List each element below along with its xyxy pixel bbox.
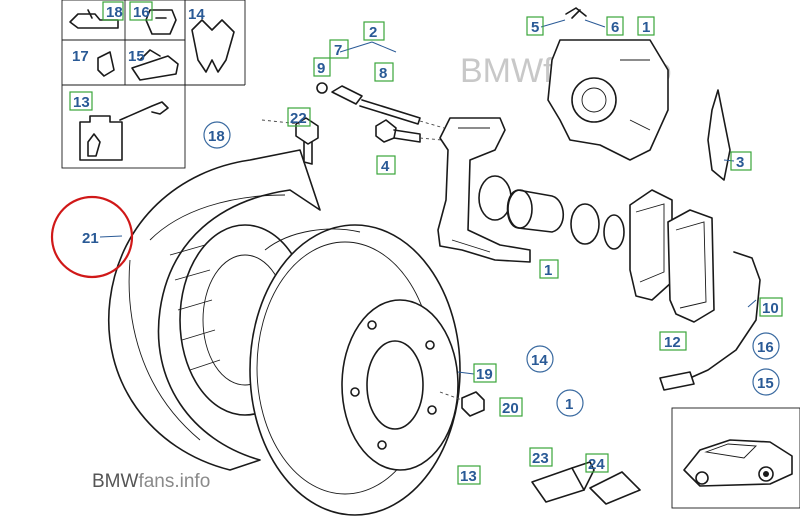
spring-clip <box>707 89 731 181</box>
brake-disc <box>249 224 461 516</box>
brand-light: fans.info <box>138 471 210 492</box>
label-18-top: 18 <box>106 4 123 21</box>
label-5: 5 <box>531 19 539 36</box>
guide-pins <box>316 82 445 143</box>
label-13-top: 13 <box>73 94 90 111</box>
caliper-housing <box>547 7 669 161</box>
leader-lines <box>99 19 757 375</box>
accessory-grid <box>61 0 246 169</box>
label-16-right: 16 <box>757 339 774 356</box>
label-19: 19 <box>476 366 493 383</box>
label-22: 22 <box>290 110 307 127</box>
brand-bold: BMW <box>92 471 139 492</box>
label-4: 4 <box>381 158 390 175</box>
label-20: 20 <box>502 400 519 417</box>
grub-screw-20 <box>439 391 485 417</box>
wear-sensor <box>659 251 761 391</box>
label-13-bottom: 13 <box>460 468 477 485</box>
brand-logo: BMWfans.info <box>92 471 210 492</box>
highlight-circle <box>50 195 134 279</box>
bolt-22 <box>261 117 319 165</box>
label-8: 8 <box>379 65 387 82</box>
label-frames <box>69 1 783 485</box>
label-7: 7 <box>334 42 342 59</box>
dust-shield <box>50 149 321 471</box>
label-16-top: 16 <box>133 4 150 21</box>
label-12: 12 <box>664 334 681 351</box>
label-15-top: 15 <box>128 48 145 65</box>
label-21: 21 <box>82 230 99 247</box>
caliper-carrier <box>437 117 531 263</box>
grease-pouch <box>589 471 641 505</box>
label-14-top: 14 <box>188 6 205 23</box>
label-15-right: 15 <box>757 375 774 392</box>
label-23: 23 <box>532 450 549 467</box>
label-17: 17 <box>72 48 89 65</box>
part-labels: 18 16 14 17 15 13 2 7 9 8 22 18 4 5 6 1 … <box>72 4 779 485</box>
label-6: 6 <box>611 19 619 36</box>
label-9: 9 <box>317 60 325 77</box>
label-3: 3 <box>736 154 744 171</box>
label-1-top: 1 <box>642 19 650 36</box>
label-18-mid: 18 <box>208 128 225 145</box>
grease-tube <box>531 461 595 503</box>
label-1-bottom: 1 <box>565 396 573 413</box>
car-illustration <box>671 407 800 509</box>
label-10: 10 <box>762 300 779 317</box>
label-14-mid: 14 <box>531 352 548 369</box>
piston-assembly <box>478 175 625 250</box>
label-1-mid: 1 <box>544 262 552 279</box>
brake-pads <box>629 189 715 323</box>
label-2: 2 <box>369 24 377 41</box>
label-24: 24 <box>588 456 605 473</box>
